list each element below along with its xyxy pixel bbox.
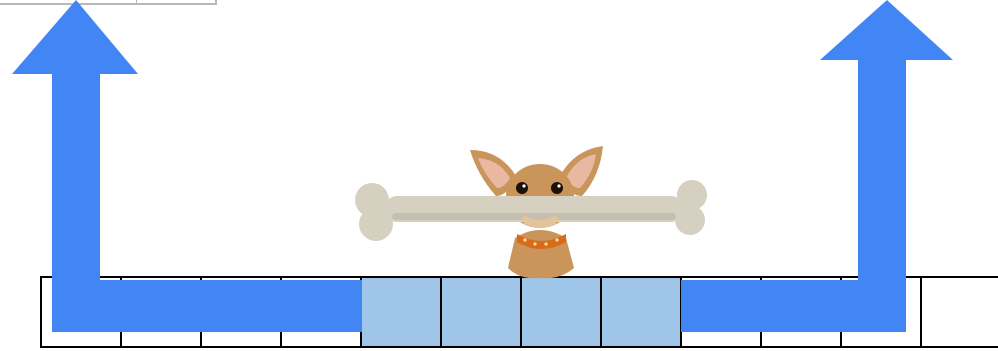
memory-cell [921, 277, 998, 347]
dog-left-eye [516, 182, 528, 194]
highlighted-cell [361, 277, 441, 347]
highlighted-cell [441, 277, 521, 347]
highlighted-cell [601, 277, 681, 347]
chihuahua-holding-bone-icon [355, 146, 707, 278]
dog-right-eye [551, 182, 563, 194]
left-up-arrow [12, 0, 362, 332]
highlighted-cell [521, 277, 601, 347]
